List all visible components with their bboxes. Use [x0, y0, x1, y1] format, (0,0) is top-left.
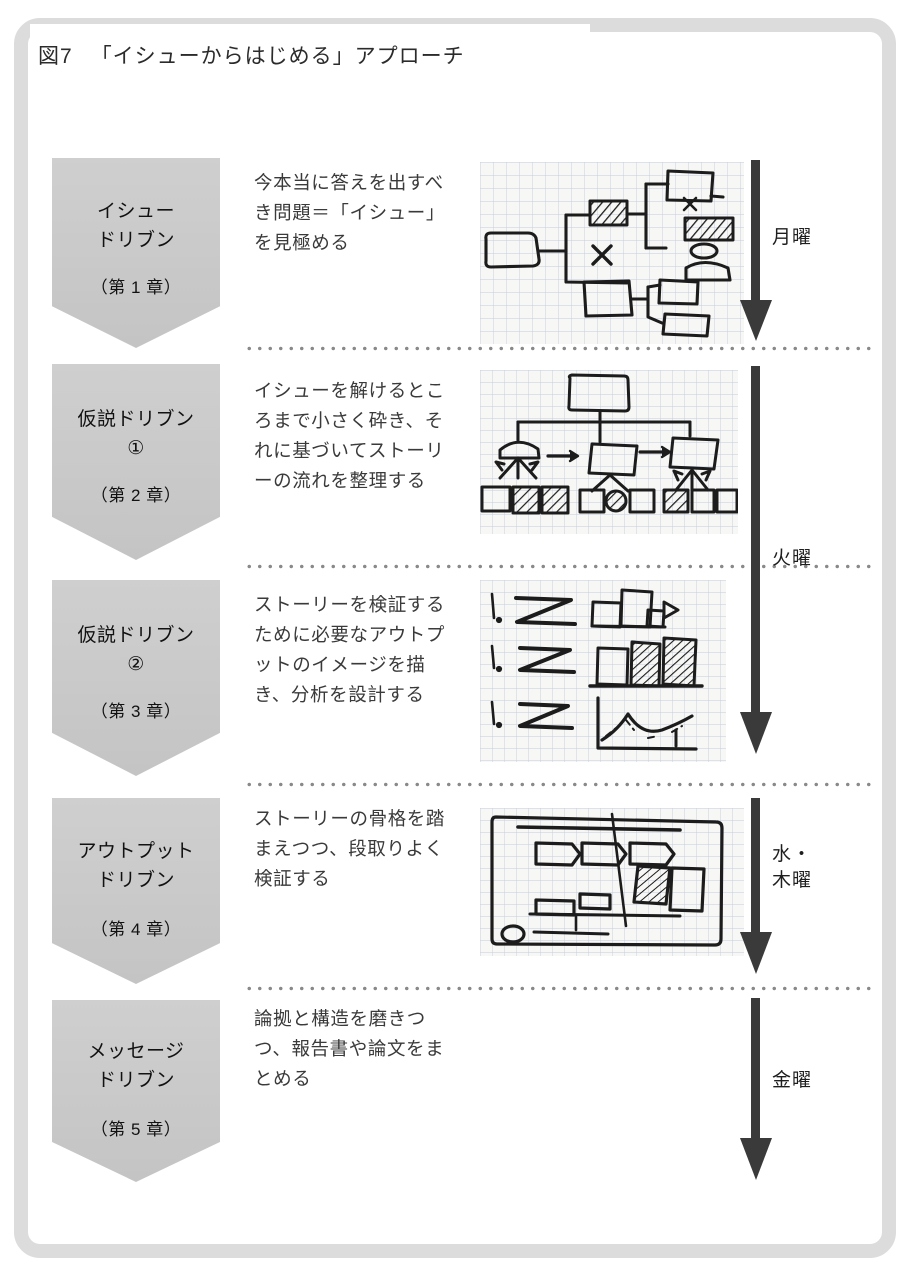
- stage-description-5: 論拠と構造を磨きつつ、報告書や論文をまとめる: [254, 1008, 445, 1089]
- figure-number: 図7: [38, 45, 73, 68]
- stage-chapter: （第 1 章）: [90, 278, 182, 297]
- figure-title: 図7 「イシューからはじめる」アプローチ: [38, 40, 465, 70]
- flow-row-2: 仮説ドリブン ① （第 2 章） イシューを解けるところまで小さく砕き、それに基…: [44, 364, 880, 560]
- stage-chevron-hypothesis-driven-2[interactable]: 仮説ドリブン ② （第 3 章）: [52, 580, 220, 776]
- output-image-sketch: [480, 580, 726, 762]
- stage-chevron-hypothesis-driven-1[interactable]: 仮説ドリブン ① （第 2 章）: [52, 364, 220, 560]
- flow-row-3: 仮説ドリブン ② （第 3 章） ストーリーを検証するために必要なアウトプットの…: [44, 580, 880, 776]
- stage-title: イシュー ドリブン: [96, 201, 175, 251]
- down-arrow-tuesday: [726, 366, 786, 761]
- figure-title-text: 「イシューからはじめる」アプローチ: [90, 45, 465, 68]
- flow-row-1: イシュー ドリブン （第 1 章） 今本当に答えを出すべき問題＝「イシュー」を見…: [44, 158, 880, 348]
- issue-map-sketch: [480, 162, 744, 344]
- stage-description-4: ストーリーの骨格を踏まえつつ、段取りよく検証する: [254, 808, 446, 889]
- day-label-friday: 金曜: [772, 1070, 813, 1091]
- stage-title: アウトプット ドリブン: [77, 841, 195, 891]
- down-arrow-friday: [726, 998, 786, 1187]
- stage-chapter: （第 5 章）: [90, 1120, 182, 1139]
- stage-description-1: 今本当に答えを出すべき問題＝「イシュー」を見極める: [254, 172, 446, 253]
- down-arrow-wed-thu: [726, 798, 786, 981]
- stage-description-3: ストーリーを検証するために必要なアウトプットのイメージを描き、分析を設計する: [254, 594, 446, 705]
- gantt-sketch: [480, 808, 744, 956]
- stage-chapter: （第 2 章）: [90, 486, 182, 505]
- row-separator-4: [244, 986, 876, 991]
- day-label-monday: 月曜: [772, 227, 813, 248]
- stage-chevron-output-driven[interactable]: アウトプット ドリブン （第 4 章）: [52, 798, 220, 984]
- title-notch: [30, 24, 590, 76]
- stage-description-2: イシューを解けるところまで小さく砕き、それに基づいてストーリーの流れを整理する: [254, 380, 446, 491]
- down-arrow-monday: [726, 160, 786, 347]
- stage-chevron-issue-driven[interactable]: イシュー ドリブン （第 1 章）: [52, 158, 220, 348]
- flow-row-4: アウトプット ドリブン （第 4 章） ストーリーの骨格を踏まえつつ、段取りよく…: [44, 798, 880, 984]
- stage-chevron-message-driven[interactable]: メッセージ ドリブン （第 5 章）: [52, 1000, 220, 1182]
- day-label-tuesday: 火曜: [772, 548, 813, 569]
- issue-tree-sketch: [480, 370, 738, 534]
- row-separator-3: [244, 782, 876, 787]
- row-separator-1: [244, 346, 876, 351]
- day-label-wed-thu: 水・ 木曜: [772, 844, 813, 891]
- stage-chapter: （第 4 章）: [90, 920, 182, 939]
- flow-row-5: メッセージ ドリブン （第 5 章） 論拠と構造を磨きつつ、報告書や論文をまとめ…: [44, 1000, 880, 1182]
- row-separator-2: [244, 564, 876, 569]
- stage-chapter: （第 3 章）: [90, 702, 182, 721]
- stage-title: 仮説ドリブン ①: [77, 409, 195, 459]
- stage-title: 仮説ドリブン ②: [77, 625, 195, 675]
- stage-title: メッセージ ドリブン: [87, 1041, 185, 1091]
